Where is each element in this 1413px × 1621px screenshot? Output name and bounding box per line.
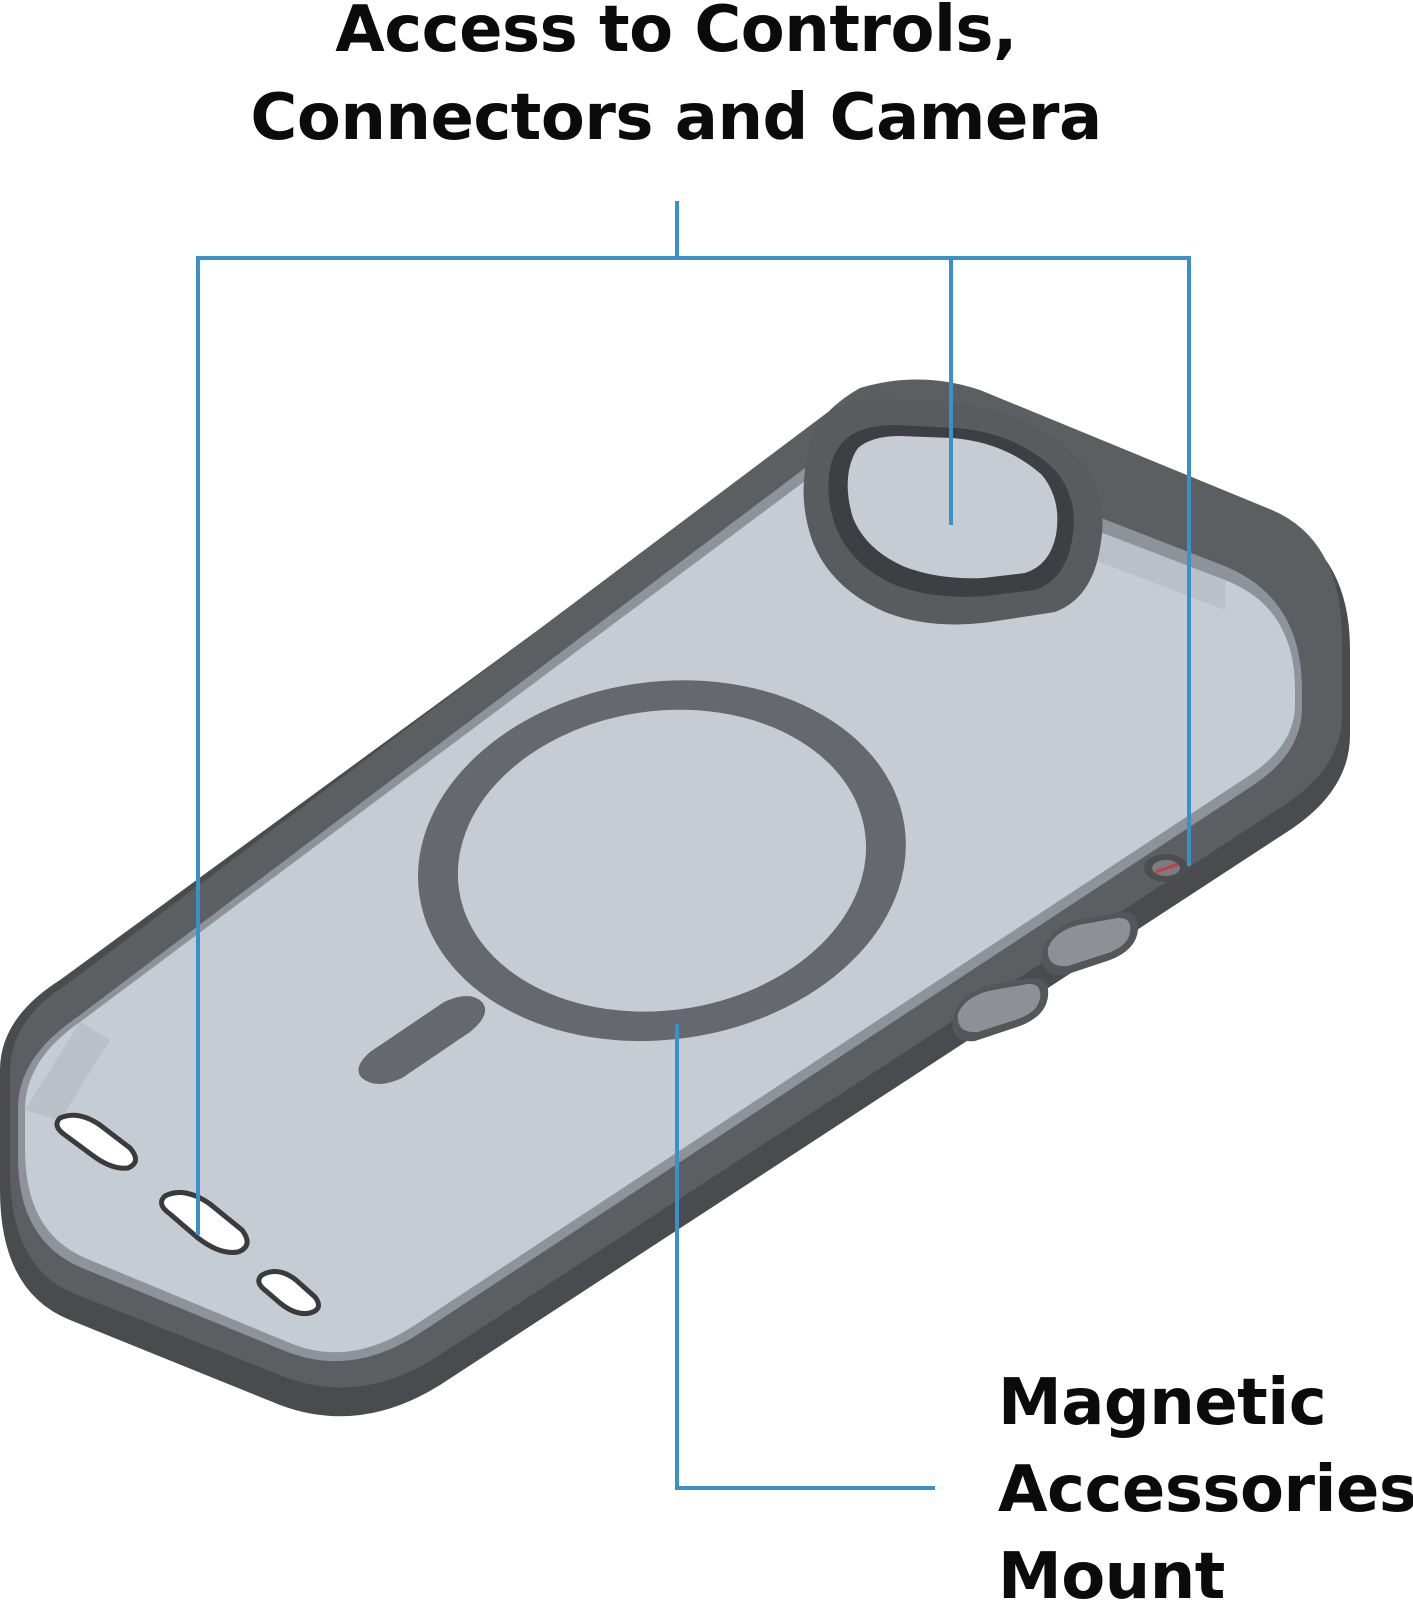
feature-label-line-1: Magnetic	[998, 1366, 1327, 1440]
headline-line-1: Access to Controls,	[335, 0, 1017, 67]
feature-label: Magnetic Accessories Mount	[998, 1360, 1413, 1621]
feature-label-line-2: Accessories	[998, 1453, 1413, 1527]
callout-lines	[196, 201, 1191, 1490]
headline-line-2: Connectors and Camera	[250, 81, 1102, 155]
magsafe-ring-icon	[358, 680, 906, 1084]
headline: Access to Controls, Connectors and Camer…	[0, 0, 1352, 162]
feature-label-line-3: Mount	[998, 1540, 1225, 1614]
callout-magnetic	[675, 1024, 935, 1490]
